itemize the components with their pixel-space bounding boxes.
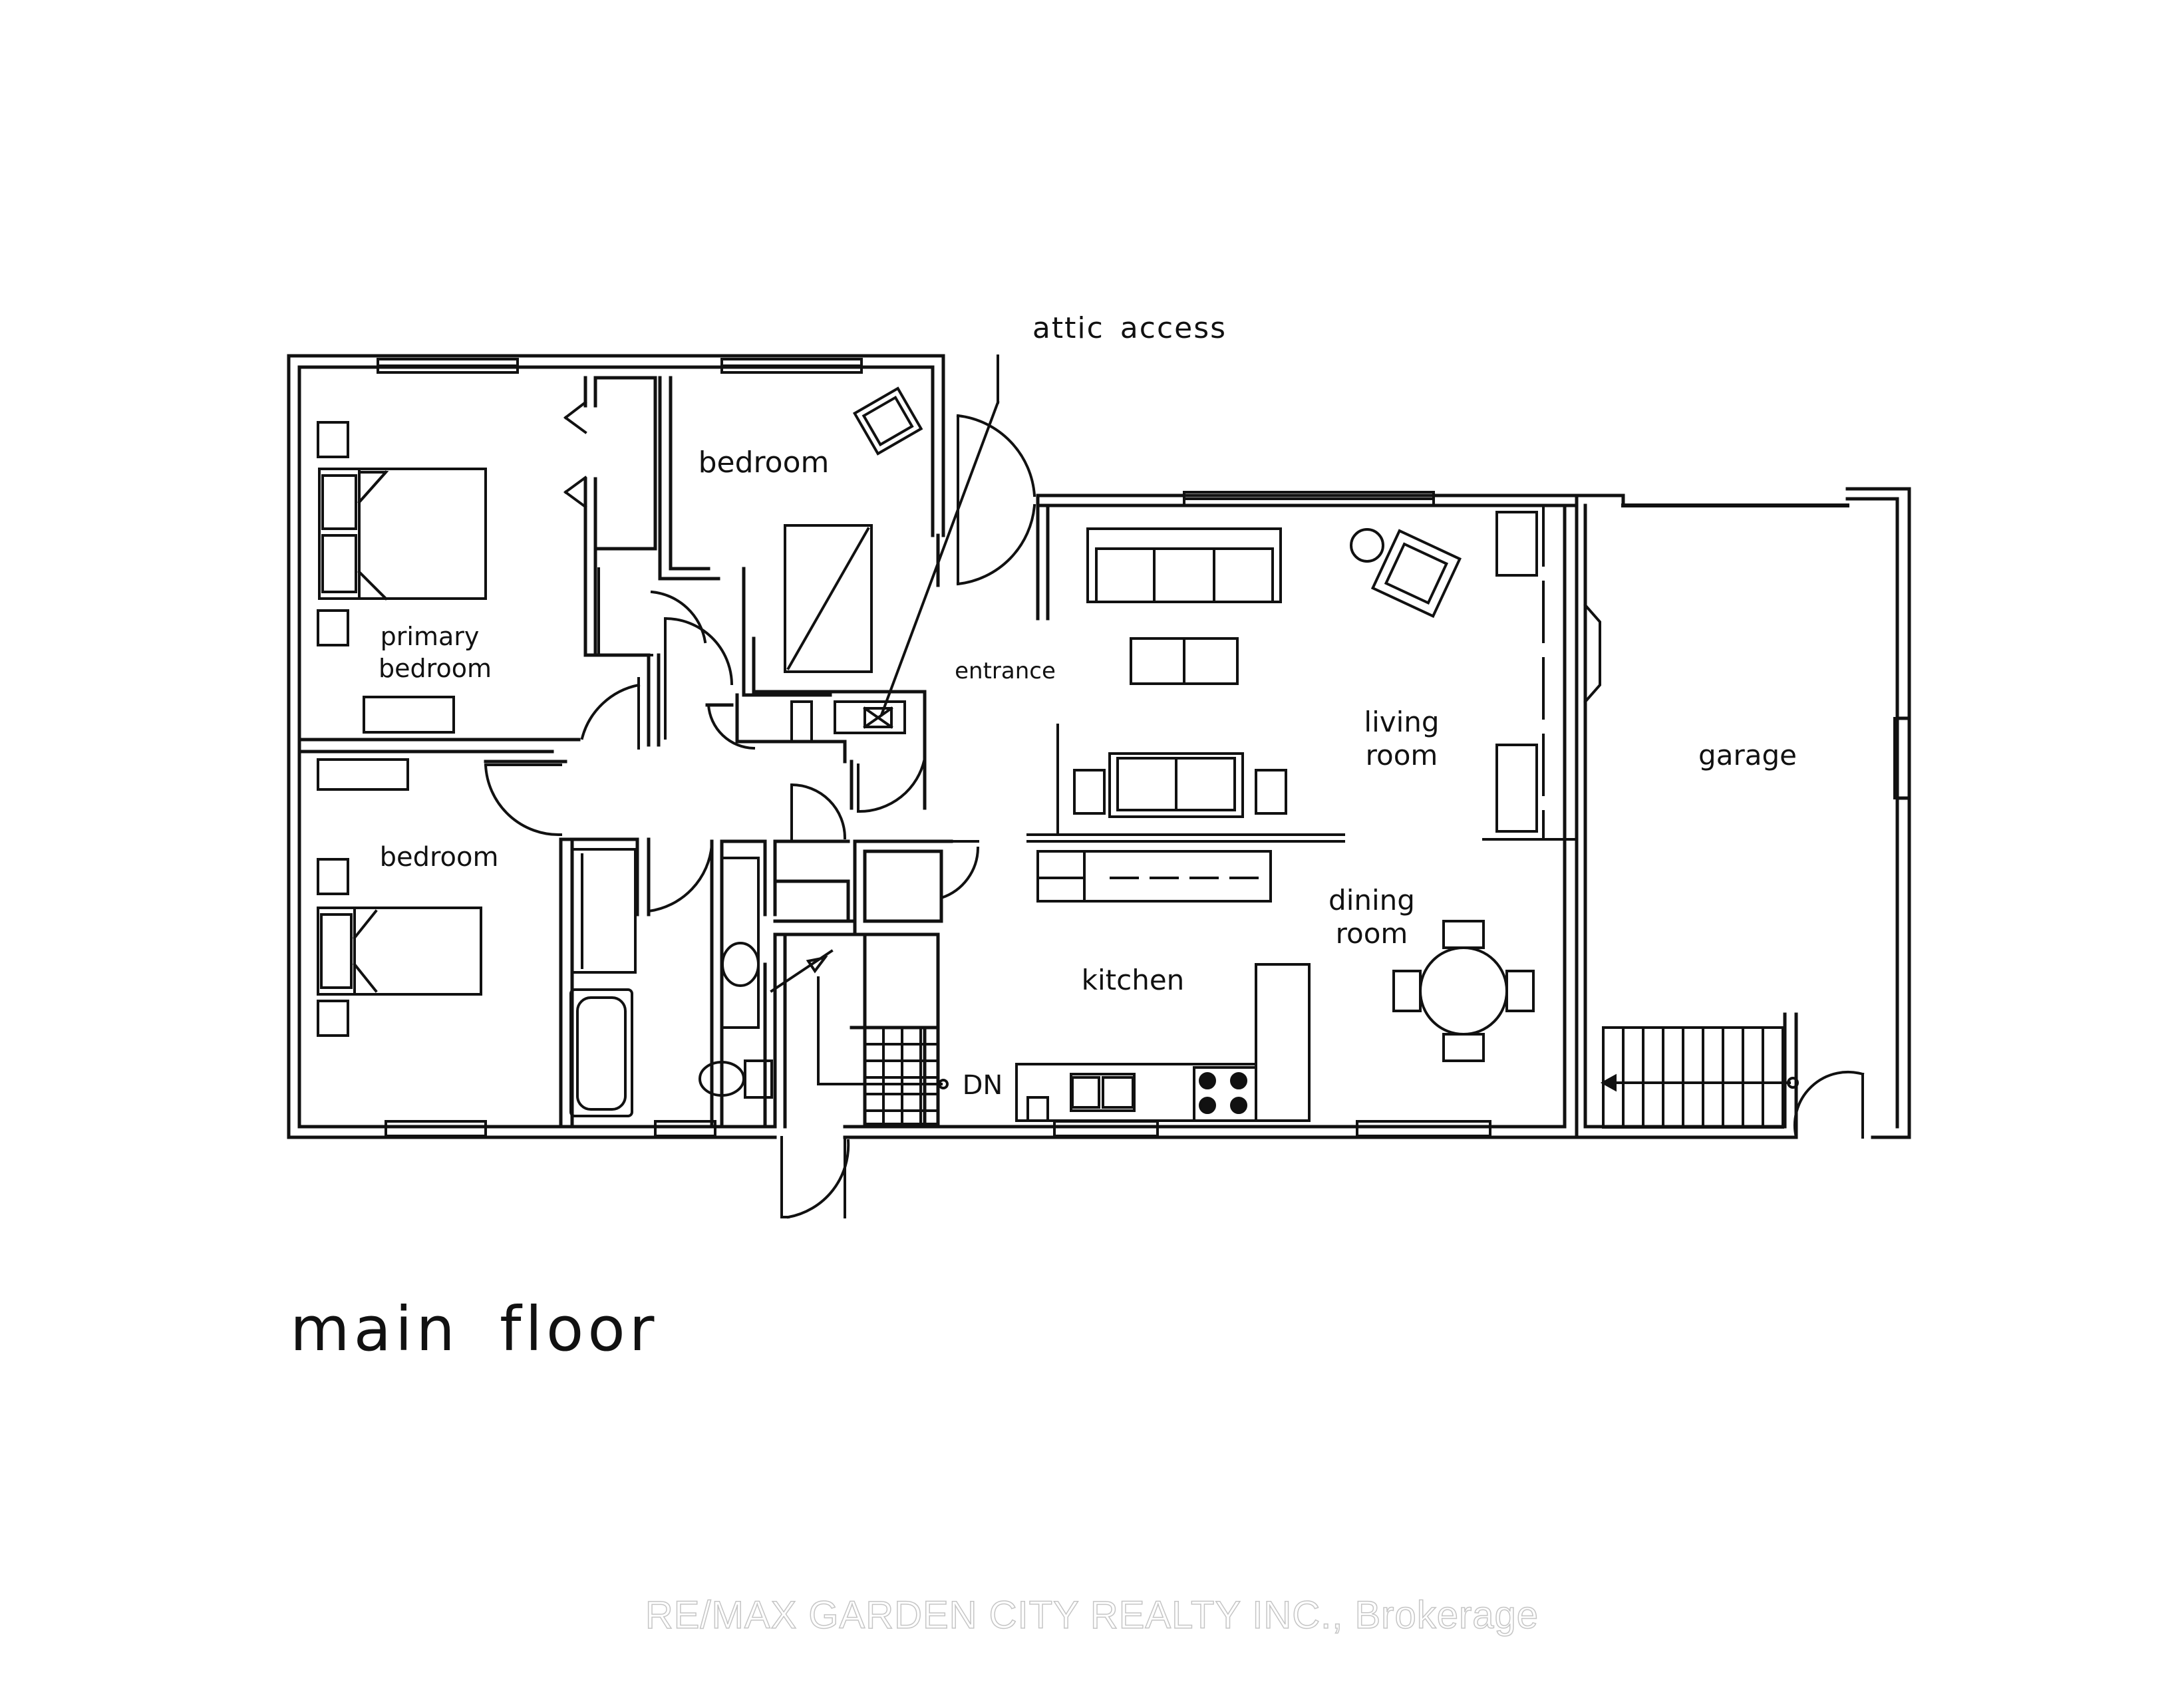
living-room-label-line2: room [1366, 739, 1438, 771]
stairs-down-label: DN [963, 1070, 1003, 1101]
dining-room-label-line2: room [1336, 917, 1408, 950]
entrance-label: entrance [955, 658, 1056, 684]
exterior-walls [287, 354, 1911, 1139]
windows [377, 358, 1911, 1137]
sofa-top [1086, 527, 1282, 603]
bedroom-top-label: bedroom [699, 446, 830, 480]
top-bedroom-bed [784, 524, 873, 673]
brokerage-watermark: RE/MAX GARDEN CITY REALTY INC., Brokerag… [645, 1593, 1539, 1637]
primary-bed [318, 468, 487, 600]
door-swings [484, 400, 1865, 1219]
primary-bedroom-label-line2: bedroom [379, 654, 492, 683]
bedroom-bottom-label: bedroom [380, 842, 499, 873]
garage-label: garage [1698, 739, 1797, 771]
dining-table [1419, 946, 1508, 1036]
floor-caption: main floor [290, 1294, 659, 1365]
sofa-bottom [1108, 752, 1244, 818]
room-labels: attic access bedroom primary bedroom ent… [379, 311, 1797, 1101]
attic-access-label: attic access [1032, 311, 1227, 345]
kitchen-label: kitchen [1082, 964, 1185, 996]
primary-bedroom-label-line1: primary [381, 622, 480, 651]
dining-room-label-line1: dining [1328, 884, 1415, 916]
furniture [317, 354, 1799, 1129]
living-room-label-line1: living [1364, 706, 1439, 738]
bedroom-bed [317, 907, 482, 996]
